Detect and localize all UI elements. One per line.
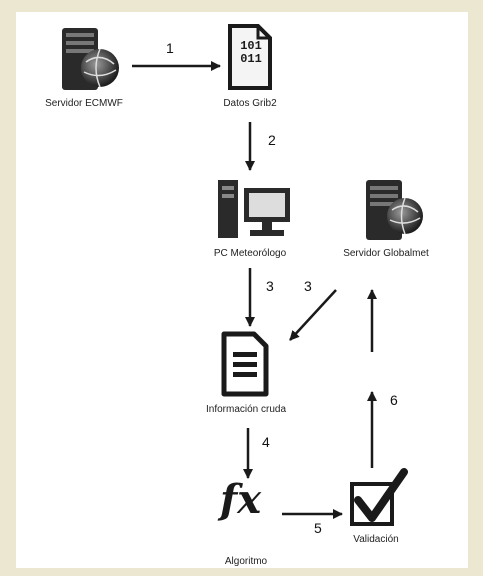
label-servidor-ecmwf: Servidor ECMWF xyxy=(45,98,123,109)
function-symbol: fx xyxy=(220,476,262,523)
pc-icon xyxy=(218,180,290,238)
label-algoritmo: Algoritmo xyxy=(224,556,268,567)
step-number-1: 1 xyxy=(166,40,174,56)
validation-check-icon xyxy=(350,468,408,526)
server-ecmwf-icon xyxy=(62,28,119,90)
step-number-2: 2 xyxy=(268,132,276,148)
arrow-3b xyxy=(289,289,337,341)
step-number-4: 4 xyxy=(262,434,270,450)
label-pc-meteorologo: PC Meteorólogo xyxy=(213,248,287,259)
document-icon xyxy=(221,331,269,397)
step-number-3a: 3 xyxy=(266,278,274,294)
label-servidor-globalmet: Servidor Globalmet xyxy=(343,248,429,259)
binary-row-2: 011 xyxy=(240,52,262,66)
diagram-panel xyxy=(16,12,468,568)
step-number-3b: 3 xyxy=(304,278,312,294)
step-number-6: 6 xyxy=(390,392,398,408)
step-number-5: 5 xyxy=(314,520,322,536)
binary-row-1: 101 xyxy=(240,39,262,53)
label-informacion-cruda: Información cruda xyxy=(205,404,287,415)
label-datos-grib2: Datos Grib2 xyxy=(223,98,277,109)
binary-digits: 101 011 xyxy=(234,40,268,66)
server-globalmet-icon xyxy=(366,180,423,240)
data-file-icon xyxy=(228,24,272,90)
label-validacion: Validación xyxy=(353,534,399,545)
